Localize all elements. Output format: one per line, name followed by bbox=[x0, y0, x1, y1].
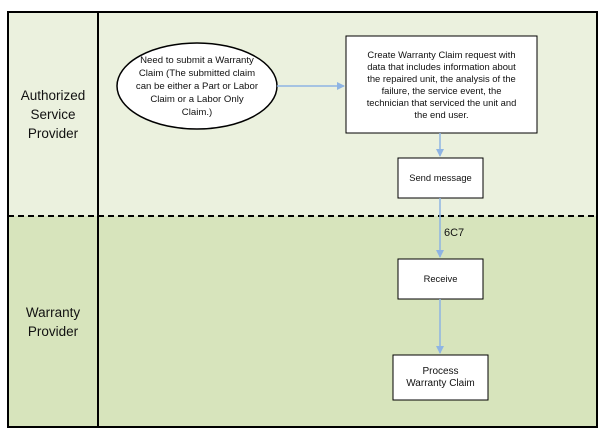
receive-box bbox=[397, 258, 484, 300]
lane-label-authorized-service-provider: Authorized Service Provider bbox=[20, 87, 86, 141]
lane-label-warranty-provider: Warranty Provider bbox=[25, 304, 81, 339]
process-claim-text: Process Warranty Claim bbox=[406, 365, 475, 389]
process-claim-box bbox=[392, 354, 489, 401]
message-code-label: 6C7 bbox=[444, 227, 465, 239]
receive-text: Receive bbox=[423, 273, 458, 284]
send-message-text: Send message bbox=[409, 172, 472, 183]
lane-warranty-provider bbox=[8, 216, 597, 427]
create-request-box bbox=[345, 35, 538, 134]
start-ellipse-text: Need to submit a Warranty Claim (The sub… bbox=[135, 54, 259, 118]
create-request-text: Create Warranty Claim request with data … bbox=[366, 48, 517, 120]
send-message-box bbox=[397, 157, 484, 199]
diagram-frame bbox=[7, 11, 598, 428]
